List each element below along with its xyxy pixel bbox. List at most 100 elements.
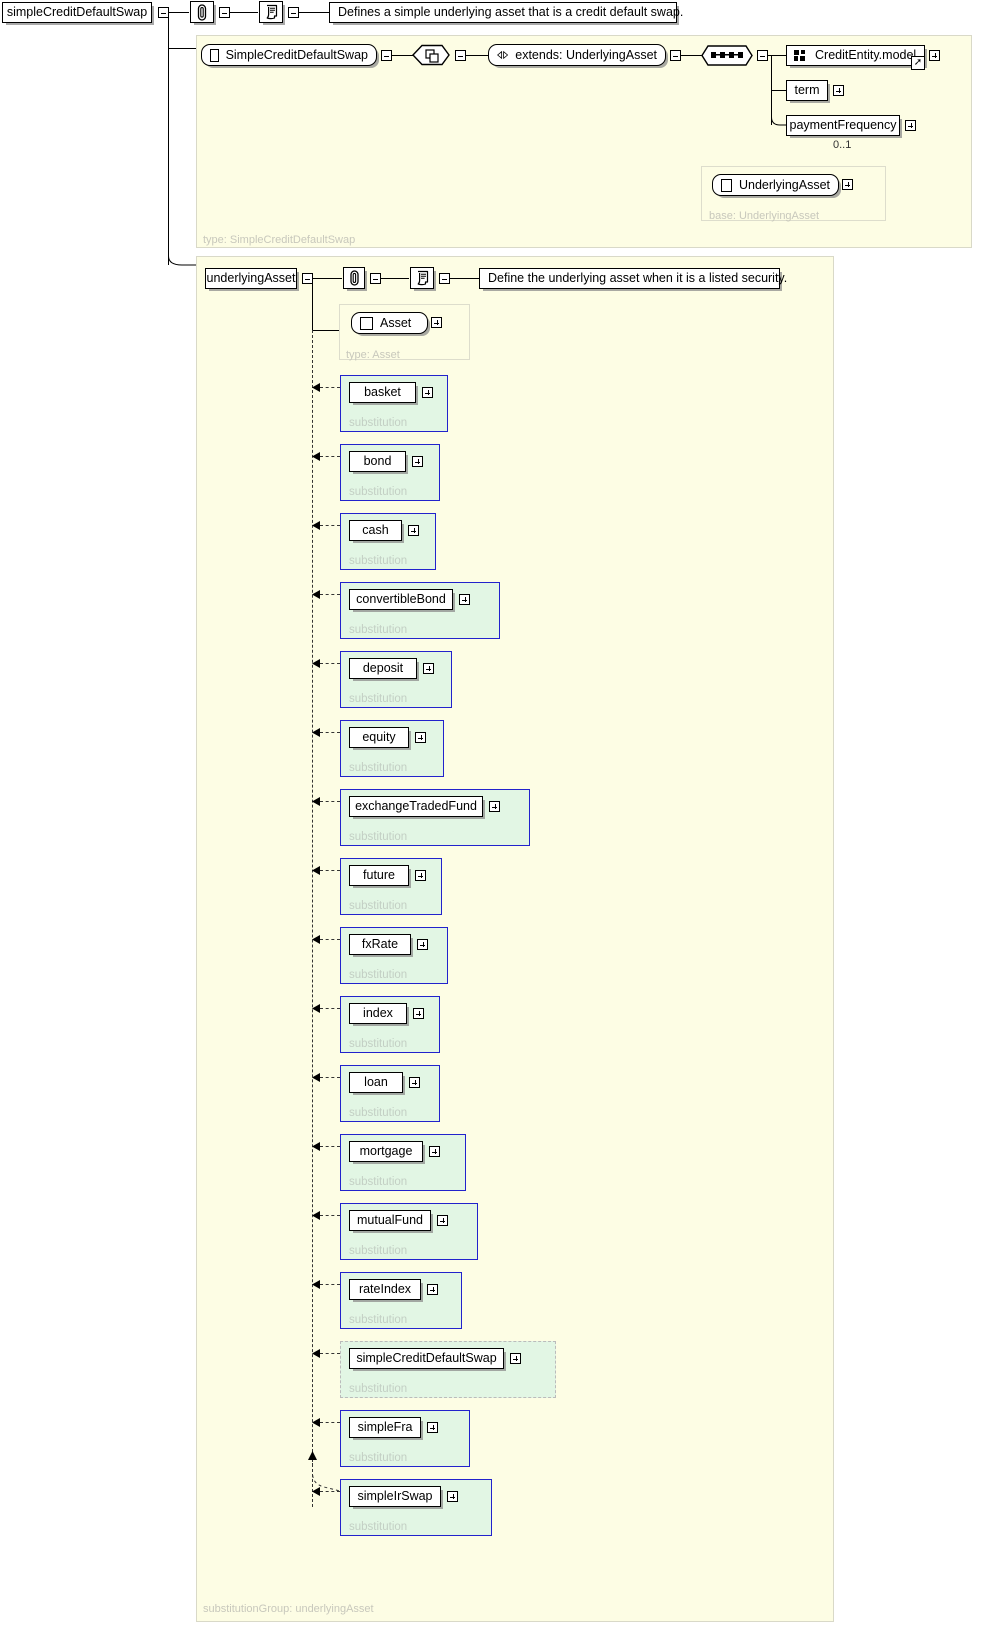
- creditentity-model-box[interactable]: CreditEntity.model: [786, 45, 925, 66]
- substitution-element-fxrate[interactable]: fxRate: [349, 934, 411, 955]
- substitution-element-toggle[interactable]: [415, 870, 426, 881]
- sequence-toggle[interactable]: [757, 50, 768, 61]
- substitution-element-toggle[interactable]: [489, 801, 500, 812]
- term-label: term: [794, 83, 820, 98]
- substitution-element-toggle[interactable]: [409, 1077, 420, 1088]
- head-asset-type-label: type: Asset: [346, 349, 400, 361]
- substitution-element-index[interactable]: index: [349, 1003, 407, 1024]
- substitution-element-bond[interactable]: bond: [349, 451, 406, 472]
- connector-elbow: [771, 110, 792, 126]
- paymentfrequency-box[interactable]: paymentFrequency: [786, 115, 900, 136]
- extension-icon[interactable]: [412, 44, 450, 66]
- substitution-element-cash[interactable]: cash: [349, 520, 402, 541]
- substitution-element-toggle[interactable]: [427, 1284, 438, 1295]
- substitution-arrowhead: [312, 866, 320, 875]
- substitution-element-label: future: [363, 868, 395, 883]
- substitution-element-toggle[interactable]: [510, 1353, 521, 1364]
- extends-toggle[interactable]: [670, 50, 681, 61]
- substitution-element-label: bond: [363, 454, 392, 469]
- substitution-element-simplecreditdefaultswap[interactable]: simpleCreditDefaultSwap: [349, 1348, 504, 1369]
- substitution-element-basket[interactable]: basket: [349, 382, 416, 403]
- substitution-element-toggle[interactable]: [429, 1146, 440, 1157]
- head-asset-panel: [339, 304, 470, 360]
- annotation-toggle[interactable]: [370, 273, 381, 284]
- substitution-element-simpleirswap[interactable]: simpleIrSwap: [349, 1486, 441, 1507]
- complextype-name-box[interactable]: SimpleCreditDefaultSwap: [201, 44, 377, 66]
- substitution-documentation-box: Define the underlying asset when it is a…: [479, 268, 787, 289]
- substitution-spine-terminus: [308, 1451, 341, 1492]
- substitution-spine: [312, 330, 313, 1507]
- substitution-element-simplefra[interactable]: simpleFra: [349, 1417, 421, 1438]
- substitution-arrowhead: [312, 1349, 320, 1358]
- substitution-arrowhead: [312, 1418, 320, 1427]
- head-asset-toggle[interactable]: [431, 317, 442, 328]
- substitution-element-toggle[interactable]: [427, 1422, 438, 1433]
- substitution-element-toggle[interactable]: [459, 594, 470, 605]
- substitution-element-toggle[interactable]: [408, 525, 419, 536]
- model-group-icon: [794, 50, 807, 61]
- substitution-leader: [320, 732, 340, 733]
- connector-elbow: [168, 245, 200, 266]
- term-box[interactable]: term: [786, 80, 828, 101]
- head-asset-box[interactable]: Asset: [351, 312, 428, 334]
- documentation-toggle[interactable]: [439, 273, 450, 284]
- connector: [450, 278, 479, 279]
- substitution-element-toggle[interactable]: [413, 1008, 424, 1019]
- substitution-element-label: mortgage: [359, 1144, 413, 1159]
- complextype-toggle[interactable]: [381, 50, 392, 61]
- substitution-leader: [320, 663, 340, 664]
- substitution-element-toggle[interactable]: [447, 1491, 458, 1502]
- root-element-label: simpleCreditDefaultSwap: [6, 5, 148, 20]
- base-underlyingasset-panel: [701, 166, 886, 221]
- paymentfrequency-toggle[interactable]: [905, 120, 916, 131]
- substitution-element-exchangetradedfund[interactable]: exchangeTradedFund: [349, 796, 483, 817]
- substitution-arrowhead: [312, 1142, 320, 1151]
- substitution-element-convertiblebond[interactable]: convertibleBond: [349, 589, 453, 610]
- substitution-element-toggle[interactable]: [417, 939, 428, 950]
- term-toggle[interactable]: [833, 85, 844, 96]
- substitution-arrowhead: [312, 521, 320, 530]
- substitution-leader: [320, 1491, 340, 1492]
- paperclip-icon: [190, 1, 214, 23]
- creditentity-model-label: CreditEntity.model: [815, 48, 917, 63]
- extension-toggle[interactable]: [455, 50, 466, 61]
- element-square-icon: [721, 178, 732, 192]
- substitution-element-label: mutualFund: [356, 1213, 423, 1228]
- substitution-element-toggle[interactable]: [423, 663, 434, 674]
- substitution-element-future[interactable]: future: [349, 865, 409, 886]
- paperclip-glyph: [349, 270, 359, 286]
- connector: [768, 55, 786, 56]
- substitution-element-toggle[interactable]: [437, 1215, 448, 1226]
- external-link-icon[interactable]: ➚: [911, 56, 925, 70]
- complextype-icon: [210, 48, 219, 62]
- substitution-element-toggle[interactable]: [412, 456, 423, 467]
- substitution-leader: [320, 1077, 340, 1078]
- documentation-toggle[interactable]: [288, 7, 299, 18]
- root-element-box[interactable]: simpleCreditDefaultSwap: [2, 2, 152, 23]
- substitution-arrowhead: [312, 452, 320, 461]
- substitution-card-label: substitution: [349, 1452, 408, 1464]
- substitution-element-rateindex[interactable]: rateIndex: [349, 1279, 421, 1300]
- documentation-box: Defines a simple underlying asset that i…: [329, 2, 683, 23]
- substitution-card-label: substitution: [349, 1383, 408, 1395]
- underlyingasset-element-box[interactable]: underlyingAsset: [205, 268, 297, 289]
- substitution-element-mortgage[interactable]: mortgage: [349, 1141, 423, 1162]
- substitution-arrowhead: [312, 383, 320, 392]
- substitution-element-loan[interactable]: loan: [349, 1072, 403, 1093]
- extends-box[interactable]: extends: UnderlyingAsset: [488, 44, 666, 66]
- substitution-element-toggle[interactable]: [422, 387, 433, 398]
- creditentity-model-toggle[interactable]: [929, 50, 940, 61]
- sequence-icon[interactable]: [701, 45, 753, 66]
- substitution-element-deposit[interactable]: deposit: [349, 658, 417, 679]
- substitution-leader: [320, 870, 340, 871]
- substitution-leader: [320, 525, 340, 526]
- substitution-element-mutualfund[interactable]: mutualFund: [349, 1210, 431, 1231]
- connector: [312, 330, 339, 331]
- base-underlyingasset-toggle[interactable]: [842, 179, 853, 190]
- substitution-card-label: substitution: [349, 1245, 408, 1257]
- substitution-element-toggle[interactable]: [415, 732, 426, 743]
- annotation-toggle[interactable]: [219, 7, 230, 18]
- substitution-element-label: fxRate: [361, 937, 399, 952]
- substitution-element-equity[interactable]: equity: [349, 727, 409, 748]
- base-underlyingasset-box[interactable]: UnderlyingAsset: [712, 174, 839, 196]
